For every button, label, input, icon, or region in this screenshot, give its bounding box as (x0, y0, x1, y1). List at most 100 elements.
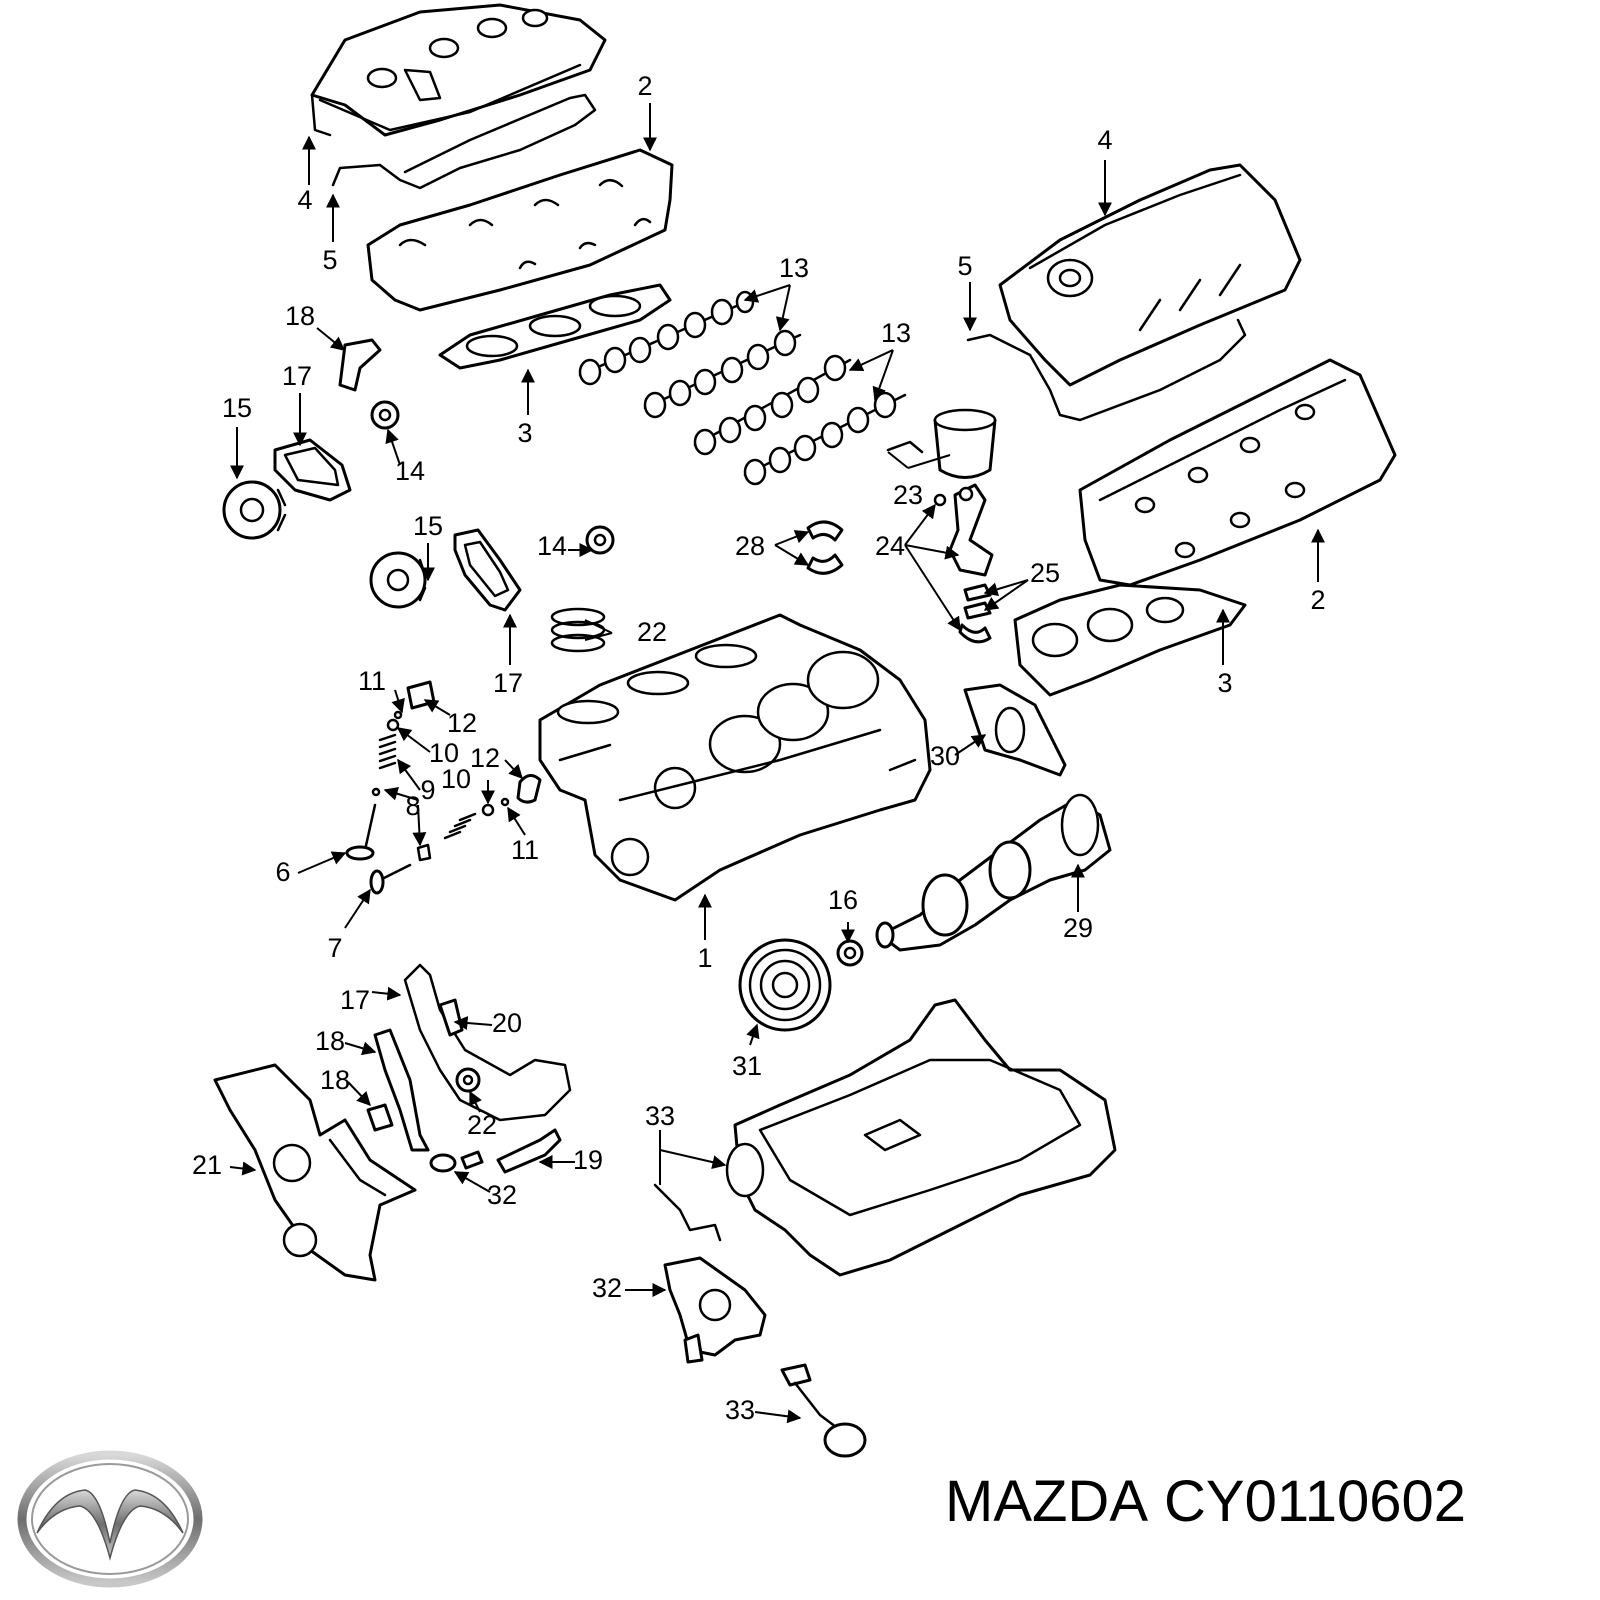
callout-16: 16 (828, 885, 858, 915)
callout-12: 12 (470, 743, 500, 773)
valve-keeper-lower (500, 797, 510, 807)
idler-gear-upper (370, 400, 400, 430)
idler-gear-middle (585, 525, 615, 555)
rod-bearings (958, 583, 992, 644)
intake-valve (345, 803, 377, 861)
callout-26: 28 (735, 531, 765, 561)
callout-23: 23 (893, 480, 923, 510)
valve-lifter-lower (516, 774, 542, 804)
callout-33: 33 (725, 1395, 755, 1425)
crank-sprocket (836, 939, 864, 967)
valve-seal-upper (386, 718, 400, 732)
callout-5: 5 (322, 245, 337, 275)
callout-14: 14 (537, 531, 567, 561)
timing-chain-middle (453, 528, 522, 612)
callout-11: 11 (511, 835, 539, 865)
left-head-gasket (438, 283, 672, 370)
piston-rings (550, 607, 606, 653)
callout-17: 17 (340, 985, 370, 1015)
exhaust-valve (369, 863, 412, 895)
callout-28: 30 (930, 741, 960, 771)
callout-29: 31 (732, 1051, 762, 1081)
right-valve-cover (998, 163, 1302, 387)
callout-30: 32 (487, 1180, 517, 1210)
callout-10: 10 (429, 738, 459, 768)
callout-22: 22 (467, 1110, 497, 1140)
valve-spring-upper (378, 733, 397, 770)
callout-32: 32 (592, 1273, 622, 1303)
callout-18: 18 (285, 301, 315, 331)
left-cylinder-head (366, 148, 674, 312)
callout-10: 10 (441, 764, 471, 794)
callout-19: 18 (315, 1026, 345, 1056)
chain-guide-bolt (366, 1103, 394, 1132)
main-bearings (806, 520, 844, 575)
callout-3: 3 (1217, 668, 1232, 698)
callout-11: 11 (358, 666, 386, 696)
callout-27: 29 (1063, 913, 1093, 943)
connecting-rod (933, 483, 994, 577)
chain-guide-upper (338, 338, 382, 392)
chain-guide-left (373, 1028, 430, 1152)
callout-13: 13 (779, 253, 809, 283)
callout-20: 20 (492, 1008, 522, 1038)
callout-14: 14 (395, 456, 425, 486)
piston (886, 408, 997, 479)
callout-21: 21 (192, 1150, 222, 1180)
right-valve-cover-gasket (966, 318, 1247, 422)
left-valve-cover-gasket (331, 93, 597, 190)
timing-chain-lower (403, 963, 572, 1122)
callout-3: 3 (517, 418, 532, 448)
chain-tensioner (438, 998, 464, 1037)
part-number: CY0110602 (1164, 1469, 1467, 1534)
timing-gear-middle (369, 551, 427, 609)
camshaft-4 (743, 391, 907, 486)
valve-keeper-side (371, 787, 381, 797)
callout-25: 25 (1030, 558, 1060, 588)
camshaft-1 (578, 290, 755, 386)
oil-pump (663, 1256, 767, 1364)
idler-gear-lower (455, 1067, 481, 1093)
callout-8: 8 (405, 791, 420, 821)
engine-block (538, 613, 932, 902)
callout-6: 6 (275, 857, 290, 887)
crankshaft (875, 793, 1112, 952)
right-cylinder-head (1078, 358, 1397, 587)
valve-keeper-upper (393, 710, 403, 720)
callout-12: 12 (447, 708, 477, 738)
right-head-gasket (1013, 583, 1247, 697)
callout-9: 9 (420, 775, 435, 805)
callout-15: 15 (222, 393, 252, 423)
camshaft-3 (693, 354, 852, 456)
callout-5: 5 (957, 251, 972, 281)
callout-labels: 4 5 2 3 13 13 18 17 15 14 15 17 14 22 28… (192, 71, 1326, 1425)
callout-4: 4 (1097, 125, 1112, 155)
mazda-logo-icon (17, 1450, 203, 1588)
rear-seal-retainer (963, 683, 1067, 777)
oil-strainer (780, 1363, 867, 1458)
callout-7: 7 (327, 933, 342, 963)
camshaft-2 (643, 329, 802, 419)
valve-spring-lower (443, 812, 477, 840)
callout-31: 33 (645, 1101, 675, 1131)
crank-seal (429, 1150, 484, 1173)
valve-seal-lower (481, 803, 495, 817)
crank-pulley (738, 938, 832, 1032)
callout-2: 2 (1310, 585, 1325, 615)
timing-gear-upper-left (222, 480, 287, 540)
callout-13: 13 (881, 318, 911, 348)
brand-name: MAZDA (945, 1469, 1148, 1534)
oil-pan-gasket (653, 1183, 722, 1242)
callout-22: 22 (637, 617, 667, 647)
callout-17: 17 (493, 668, 523, 698)
leader-lines (229, 103, 1325, 1424)
camshafts (578, 290, 907, 486)
timing-cover (213, 1063, 417, 1282)
callout-24: 24 (875, 531, 905, 561)
valve-guide (416, 843, 432, 862)
callout-19: 19 (573, 1145, 603, 1175)
callout-2: 2 (637, 71, 652, 101)
callout-17: 17 (282, 361, 312, 391)
